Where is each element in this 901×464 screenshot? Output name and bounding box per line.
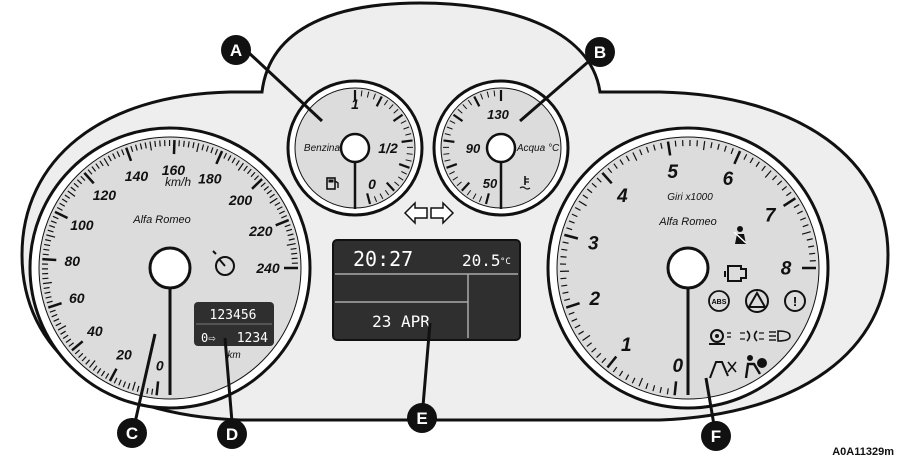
scale-minor-tick [291, 253, 297, 254]
dial-number: 7 [765, 205, 777, 226]
svg-text:C: C [126, 424, 138, 443]
dial-number: 3 [588, 233, 599, 254]
dial-number: 140 [125, 168, 149, 184]
scale-minor-tick [561, 285, 567, 286]
dial-number: 6 [723, 169, 734, 190]
dial-number: 2 [589, 289, 601, 310]
gauge-tick [443, 154, 449, 155]
tachometer: 0 1 2 3 4 5 6 7 8 Giri x1000 Alfa Romeo ABS ! [548, 128, 828, 408]
fuel-mark-full: 1 [351, 96, 359, 112]
gauge-tick [443, 140, 454, 141]
dial-number: 5 [667, 162, 678, 183]
scale-major-tick [675, 381, 676, 395]
rpm-unit-label: Giri x1000 [667, 192, 713, 203]
fuel-gauge: 1 1/2 0 Benzina [288, 81, 422, 215]
svg-text:E: E [416, 409, 427, 428]
scale-minor-tick [43, 254, 49, 255]
temp-mark-130: 130 [487, 107, 509, 122]
speed-unit-label: km/h [165, 175, 191, 189]
dial-number: 20 [115, 346, 132, 362]
temp-gauge-label: Acqua °C [516, 143, 560, 154]
scale-major-tick [157, 381, 158, 395]
alfa-romeo-logo: Alfa Romeo [132, 214, 190, 226]
odometer-trip: 1234 [237, 331, 268, 346]
alfa-romeo-logo-tach: Alfa Romeo [658, 216, 716, 228]
scale-minor-tick [184, 141, 185, 147]
odometer-total: 123456 [210, 308, 257, 323]
fuel-mark-empty: 0 [368, 176, 376, 192]
temp-needle-hub [487, 134, 515, 162]
gauge-tick [407, 154, 413, 155]
fuel-mark-half: 1/2 [378, 140, 398, 156]
scale-minor-tick [152, 389, 153, 395]
brake-warning-label: ! [793, 294, 797, 309]
dial-number: 8 [781, 259, 792, 280]
trip-indicator-icon: 0⇨ [201, 331, 216, 345]
scale-minor-tick [42, 278, 48, 279]
dial-number: 180 [198, 170, 222, 186]
dial-number: 1 [621, 335, 632, 356]
dial-number: 80 [64, 253, 80, 269]
abs-label: ABS [712, 299, 727, 306]
clock-time: 20:27 [353, 247, 413, 271]
date-display: 23 APR [372, 312, 430, 331]
svg-text:A: A [230, 41, 242, 60]
svg-text:B: B [594, 43, 606, 62]
scale-minor-tick [560, 278, 566, 279]
fuel-gauge-label: Benzina [304, 143, 341, 154]
dial-number: 60 [69, 290, 85, 306]
scale-minor-tick [675, 141, 676, 147]
svg-text:D: D [226, 425, 238, 444]
dial-number: 220 [248, 223, 273, 239]
temp-mark-90: 90 [466, 141, 481, 156]
dial-number: 100 [70, 217, 94, 233]
gauge-tick [402, 140, 413, 141]
dial-number: 4 [616, 186, 628, 207]
dial-number: 40 [86, 323, 103, 339]
dial-number: 0 [156, 357, 164, 373]
center-multifunction-display: 20:27 20.5 °C 23 APR [333, 240, 520, 340]
fuel-needle-hub [341, 134, 369, 162]
figure-code: A0A11329m [832, 446, 894, 458]
tachometer-needle-hub [668, 248, 708, 288]
dial-number: 240 [255, 260, 280, 276]
scale-major-tick [42, 259, 56, 260]
svg-text:F: F [711, 427, 721, 446]
scale-minor-tick [561, 257, 567, 258]
temp-mark-50: 50 [483, 176, 498, 191]
dial-number: 120 [93, 187, 117, 203]
outside-temperature: 20.5 [462, 251, 501, 270]
gauge-tick [361, 90, 362, 96]
speedometer-needle-hub [150, 248, 190, 288]
outside-temperature-unit: °C [500, 257, 511, 267]
dial-number: 200 [228, 192, 253, 208]
odometer-unit: km [227, 350, 240, 361]
gauge-tick [494, 90, 495, 96]
coolant-temperature-gauge: 130 90 50 Acqua °C [434, 81, 568, 215]
scale-minor-tick [155, 141, 156, 147]
dial-number: 0 [672, 356, 683, 377]
scale-minor-tick [809, 253, 815, 254]
